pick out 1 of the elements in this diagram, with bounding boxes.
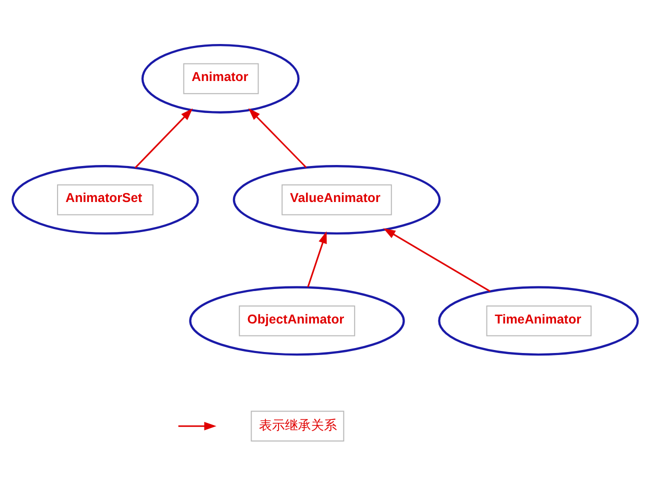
legend-label: 表示继承关系 [259, 417, 338, 432]
